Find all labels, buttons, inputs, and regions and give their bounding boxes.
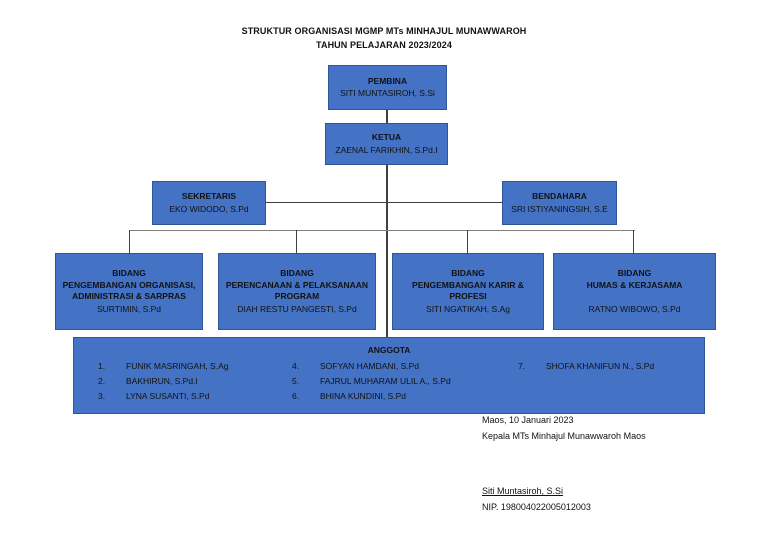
connector-center-vertical: [386, 165, 388, 337]
node-pembina: PEMBINA SITI MUNTASIROH, S.Si: [328, 65, 447, 110]
node-bidang1-title: BIDANG: [112, 268, 146, 278]
list-item: 1. FUNIK MASRINGAH, S.Ag: [98, 359, 292, 374]
list-item: 6. BHINA KUNDINI, S.Pd: [292, 389, 518, 404]
node-sekretaris: SEKRETARIS EKO WIDODO, S.Pd: [152, 181, 266, 225]
anggota-columns: 1. FUNIK MASRINGAH, S.Ag 2. BAKHIRUN, S.…: [74, 359, 704, 404]
member-number: 3.: [98, 391, 106, 401]
connector-drop-bidang3: [467, 230, 469, 253]
node-bidang-karir: BIDANG PENGEMBANGAN KARIR & PROFESI SITI…: [392, 253, 544, 330]
node-bidang3-title: BIDANG: [451, 268, 485, 278]
member-number: 1.: [98, 361, 106, 371]
footer-role: Kepala MTs Minhajul Munawwaroh Maos: [482, 431, 646, 441]
connector-drop-bidang2: [296, 230, 298, 253]
list-item: 3. LYNA SUSANTI, S.Pd: [98, 389, 292, 404]
page-title-line1: STRUKTUR ORGANISASI MGMP MTs MINHAJUL MU…: [241, 26, 527, 36]
footer-place-date: Maos, 10 Januari 2023: [482, 415, 574, 425]
footer-block: Maos, 10 Januari 2023 Kepala MTs Minhaju…: [482, 412, 646, 444]
member-name: BHINA KUNDINI, S.Pd: [320, 391, 406, 401]
list-item: 4. SOFYAN HAMDANI, S.Pd: [292, 359, 518, 374]
connector-sekretaris-bendahara: [266, 202, 502, 204]
member-name: BAKHIRUN, S.Pd.I: [126, 376, 198, 386]
node-pembina-name: SITI MUNTASIROH, S.Si: [340, 88, 435, 98]
node-bidang-program: BIDANG PERENCANAAN & PELAKSANAAN PROGRAM…: [218, 253, 376, 330]
list-item: 5. FAJRUL MUHARAM ULIL A., S.Pd: [292, 374, 518, 389]
member-name: SHOFA KHANIFUN N., S.Pd: [546, 361, 655, 371]
node-anggota-title: ANGGOTA: [367, 345, 411, 355]
node-bidang2-line2: PROGRAM: [274, 291, 320, 301]
member-number: 7.: [518, 361, 526, 371]
page-title: STRUKTUR ORGANISASI MGMP MTs MINHAJUL MU…: [0, 24, 768, 52]
node-bidang4-name: RATNO WIBOWO, S.Pd: [588, 303, 681, 314]
member-number: 4.: [292, 361, 300, 371]
node-ketua: KETUA ZAENAL FARIKHIN, S.Pd.I: [325, 123, 448, 165]
node-bidang4-line1: HUMAS & KERJASAMA: [586, 279, 683, 290]
node-ketua-title: KETUA: [371, 132, 402, 142]
signature-block: Siti Muntasiroh, S.Si NIP. 1980040220050…: [482, 483, 591, 515]
member-name: FAJRUL MUHARAM ULIL A., S.Pd: [320, 376, 451, 386]
node-bidang4-line2: [556, 291, 713, 303]
node-bendahara-name: SRI ISTIYANINGSIH, S.E: [511, 203, 608, 214]
member-number: 2.: [98, 376, 106, 386]
signature-name: Siti Muntasiroh, S.Si: [482, 486, 564, 496]
anggota-column-1: 1. FUNIK MASRINGAH, S.Ag 2. BAKHIRUN, S.…: [74, 359, 292, 404]
node-bidang1-line2: ADMINISTRASI & SARPRAS: [72, 291, 186, 301]
connector-drop-bidang1: [129, 230, 131, 253]
member-name: SOFYAN HAMDANI, S.Pd: [320, 361, 420, 371]
node-bidang1-line1: PENGEMBANGAN ORGANISASI,: [62, 279, 196, 290]
node-bendahara: BENDAHARA SRI ISTIYANINGSIH, S.E: [502, 181, 617, 225]
list-item: 2. BAKHIRUN, S.Pd.I: [98, 374, 292, 389]
connector-drop-bidang4: [633, 230, 635, 253]
anggota-column-3: 7. SHOFA KHANIFUN N., S.Pd: [518, 359, 678, 404]
connector-pembina-ketua: [386, 110, 388, 123]
member-number: 5.: [292, 376, 300, 386]
node-bidang3-line2: PROFESI: [449, 291, 487, 301]
member-number: 6.: [292, 391, 300, 401]
node-sekretaris-name: EKO WIDODO, S.Pd: [169, 203, 249, 214]
page-title-line2: TAHUN PELAJARAN 2023/2024: [316, 40, 452, 50]
node-anggota: ANGGOTA 1. FUNIK MASRINGAH, S.Ag 2. BAKH…: [73, 337, 705, 414]
node-bidang-humas: BIDANG HUMAS & KERJASAMA RATNO WIBOWO, S…: [553, 253, 716, 330]
node-pembina-title: PEMBINA: [367, 75, 408, 86]
node-bidang-organisasi: BIDANG PENGEMBANGAN ORGANISASI, ADMINIST…: [55, 253, 203, 330]
node-bidang1-name: SURTIMIN, S.Pd: [96, 303, 162, 314]
node-bidang2-name: DIAH RESTU PANGESTI, S.Pd: [237, 303, 357, 314]
node-bendahara-title: BENDAHARA: [532, 191, 587, 201]
node-bidang3-name: SITI NGATIKAH, S.Ag: [426, 303, 510, 314]
member-name: LYNA SUSANTI, S.Pd: [126, 391, 210, 401]
connector-bidang-rail: [129, 230, 635, 232]
signature-nip: NIP. 198004022005012003: [482, 502, 591, 512]
node-sekretaris-title: SEKRETARIS: [181, 191, 237, 201]
node-bidang4-title: BIDANG: [617, 268, 652, 278]
node-bidang2-line1: PERENCANAAN & PELAKSANAAN: [225, 279, 369, 290]
list-item: 7. SHOFA KHANIFUN N., S.Pd: [518, 359, 678, 374]
node-bidang2-title: BIDANG: [280, 268, 314, 278]
anggota-column-2: 4. SOFYAN HAMDANI, S.Pd 5. FAJRUL MUHARA…: [292, 359, 518, 404]
member-name: FUNIK MASRINGAH, S.Ag: [126, 361, 229, 371]
node-ketua-name: ZAENAL FARIKHIN, S.Pd.I: [335, 144, 438, 155]
node-bidang3-line1: PENGEMBANGAN KARIR &: [412, 279, 524, 290]
